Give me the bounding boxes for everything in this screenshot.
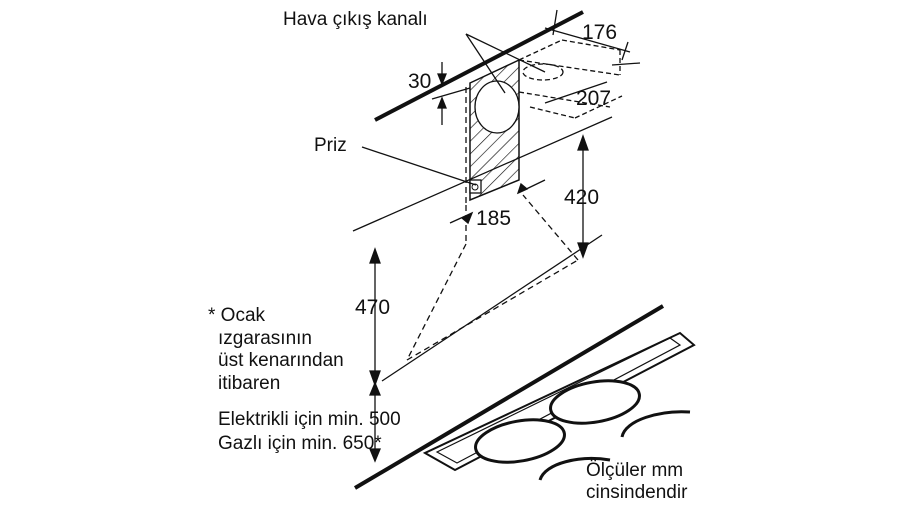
hood-outline xyxy=(406,87,579,361)
dim-176: 176 xyxy=(582,21,618,44)
footnote-line-3: üst kenarından xyxy=(218,350,344,371)
dim-176-lines xyxy=(544,9,631,61)
burner-rear-left xyxy=(549,379,641,425)
air-outlet-leader-2 xyxy=(465,33,546,73)
dim-30: 30 xyxy=(408,70,432,93)
countertop-line xyxy=(353,304,665,490)
duct-box-outline xyxy=(518,39,623,119)
electric-min-label: Elektrikli için min. 500 xyxy=(218,409,401,430)
dim-207-lines xyxy=(544,62,641,104)
dim-420-lines xyxy=(577,134,589,259)
socket-leader xyxy=(361,146,477,186)
dim-185: 185 xyxy=(476,207,512,230)
dim-min-lines xyxy=(369,381,381,463)
dim-470-lines xyxy=(369,247,381,387)
duct-opening xyxy=(474,80,520,134)
dim-420: 420 xyxy=(564,186,600,209)
dim-470: 470 xyxy=(355,296,391,319)
burner-rear-right xyxy=(620,410,691,438)
footnote-line-4: itibaren xyxy=(218,373,281,394)
gas-min-label: Gazlı için min. 650* xyxy=(218,433,382,454)
wall-lower-line xyxy=(381,234,603,382)
air-outlet-leader-1 xyxy=(465,33,506,94)
burner-front-left xyxy=(474,418,566,464)
dim-30-lines xyxy=(431,62,471,125)
socket-label: Priz xyxy=(314,135,347,156)
air-outlet-label: Hava çıkış kanalı xyxy=(283,9,428,30)
dim-185-lines xyxy=(449,179,546,225)
units-line-1: Ölçüler mm xyxy=(586,460,684,481)
cooktop-inner xyxy=(435,337,682,464)
socket-box xyxy=(469,179,482,194)
dim-207: 207 xyxy=(576,87,612,110)
burner-front-right xyxy=(538,457,611,481)
ceiling-line xyxy=(374,10,584,122)
cooktop-outline xyxy=(422,331,696,472)
units-line-2: cinsindendir xyxy=(586,482,688,503)
footnote-line-2: ızgarasının xyxy=(218,328,312,349)
footnote-line-1: * Ocak xyxy=(208,305,266,326)
